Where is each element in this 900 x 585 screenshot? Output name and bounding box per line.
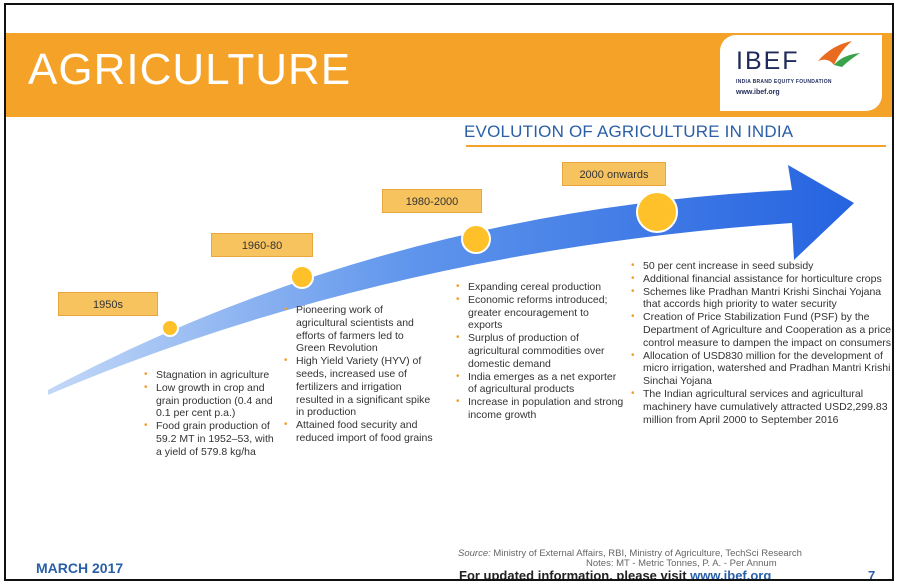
bird-logo-icon bbox=[818, 41, 860, 67]
footer-cta-text: For updated information, please visit bbox=[459, 568, 687, 581]
bullet-item: Pioneering work of agricultural scientis… bbox=[284, 304, 434, 355]
bullet-item: Food grain production of 59.2 MT in 1952… bbox=[144, 420, 274, 458]
page-number: 7 bbox=[868, 568, 876, 581]
bullet-item: Attained food security and reduced impor… bbox=[284, 419, 434, 445]
bullet-item: Schemes like Pradhan Mantri Krishi Sinch… bbox=[631, 286, 892, 312]
bullet-item: Expanding cereal production bbox=[456, 281, 626, 294]
logo-url: www.ibef.org bbox=[736, 89, 780, 96]
timeline-arrow bbox=[48, 165, 854, 395]
bullet-item: Increase in population and strong income… bbox=[456, 396, 626, 422]
source-text: Ministry of External Affairs, RBI, Minis… bbox=[493, 548, 802, 559]
bullet-item: Surplus of production of agricultural co… bbox=[456, 332, 626, 370]
bullet-item: Low growth in crop and grain production … bbox=[144, 382, 274, 420]
bullet-item: Allocation of USD830 million for the dev… bbox=[631, 350, 892, 388]
bullet-item: Economic reforms introduced; greater enc… bbox=[456, 294, 626, 332]
footer-website-link[interactable]: www.ibef.org bbox=[690, 568, 772, 581]
bullet-item: India emerges as a net exporter of agric… bbox=[456, 371, 626, 397]
ibef-logo[interactable]: IBEF INDIA BRAND EQUITY FOUNDATION www.i… bbox=[720, 35, 882, 111]
bullet-item: Stagnation in agriculture bbox=[144, 369, 274, 382]
page-title: AGRICULTURE bbox=[28, 45, 352, 94]
milestone-dot-1950s bbox=[161, 319, 179, 337]
source-note: Source: Ministry of External Affairs, RB… bbox=[458, 548, 802, 559]
era-tag-1960-80: 1960-80 bbox=[211, 233, 313, 257]
source-label: Source: bbox=[458, 548, 491, 559]
title-underline bbox=[466, 145, 886, 147]
era-tag-1980-2000: 1980-2000 bbox=[382, 189, 482, 213]
logo-tagline: INDIA BRAND EQUITY FOUNDATION bbox=[736, 79, 832, 85]
era-1960-80-bullets: Pioneering work of agricultural scientis… bbox=[284, 304, 434, 445]
era-1950s-bullets: Stagnation in agriculture Low growth in … bbox=[144, 369, 274, 459]
milestone-dot-2000-onwards bbox=[636, 191, 678, 233]
notes: Notes: MT - Metric Tonnes, P. A. - Per A… bbox=[586, 558, 777, 569]
milestone-dot-1980-2000 bbox=[461, 224, 491, 254]
era-2000-onwards-bullets: 50 per cent increase in seed subsidy Add… bbox=[631, 260, 892, 426]
bullet-item: The Indian agricultural services and agr… bbox=[631, 388, 892, 426]
bullet-item: Additional financial assistance for hort… bbox=[631, 273, 892, 286]
section-title: EVOLUTION OF AGRICULTURE IN INDIA bbox=[464, 122, 794, 141]
footer-date: MARCH 2017 bbox=[36, 560, 124, 576]
bullet-item: 50 per cent increase in seed subsidy bbox=[631, 260, 892, 273]
milestone-dot-1960-80 bbox=[290, 265, 314, 289]
era-tag-1950s: 1950s bbox=[58, 292, 158, 316]
bullet-item: High Yield Variety (HYV) of seeds, incre… bbox=[284, 355, 434, 419]
slide: AGRICULTURE IBEF INDIA BRAND EQUITY FOUN… bbox=[4, 3, 894, 581]
bullet-item: Creation of Price Stabilization Fund (PS… bbox=[631, 311, 892, 349]
era-1980-2000-bullets: Expanding cereal production Economic ref… bbox=[456, 281, 626, 422]
era-tag-2000-onwards: 2000 onwards bbox=[562, 162, 666, 186]
logo-wordmark: IBEF bbox=[736, 47, 800, 75]
footer-cta: For updated information, please visit ww… bbox=[459, 568, 772, 581]
